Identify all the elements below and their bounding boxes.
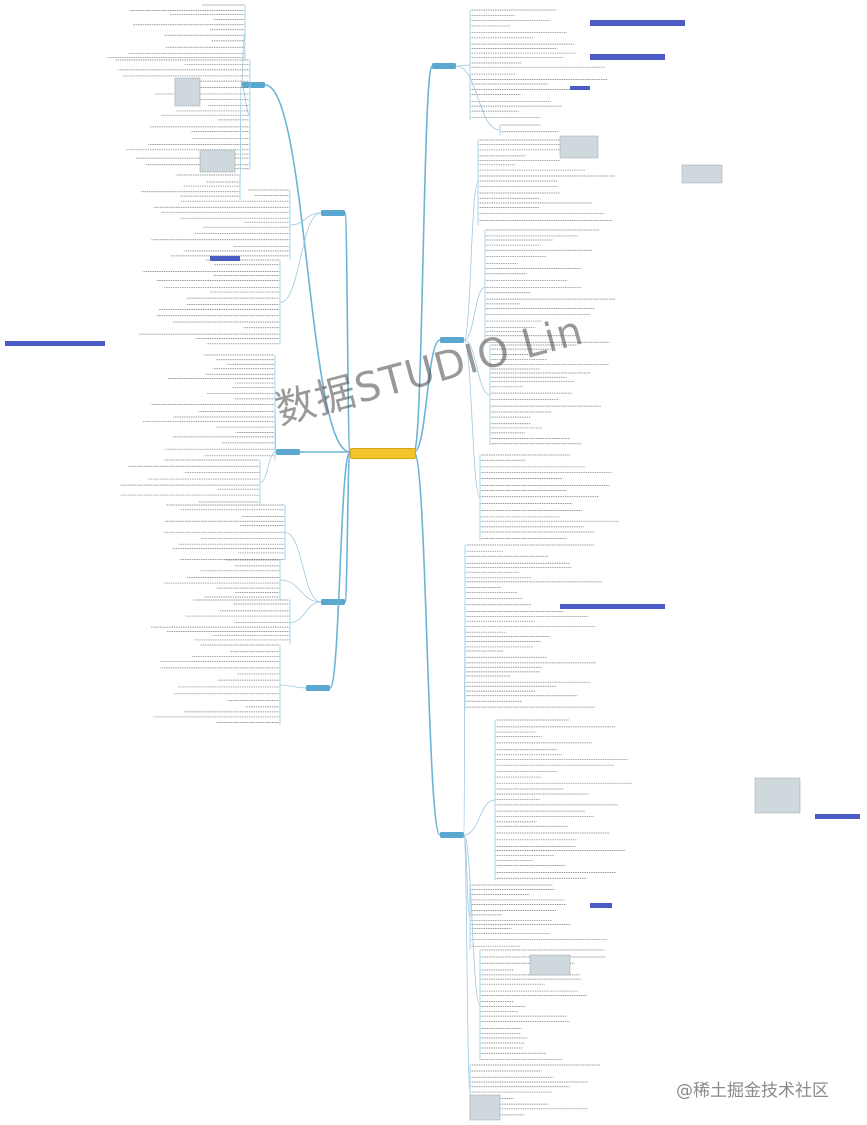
highlight-tag-1 [590,54,665,60]
right-group-2-2-connector [463,834,471,918]
right-group-2-4-connector [463,834,471,1093]
right-group-1-3-connector [463,339,481,498]
left-topic-node-1 [321,210,345,216]
embedded-image-2 [174,77,201,107]
right-trunk-0 [413,65,433,453]
embedded-image-3 [199,149,236,173]
highlight-tag-7 [5,341,105,346]
left-group-1-1-connector [279,212,322,303]
left-group-3-2-connector [289,601,322,623]
left-trunk-0 [264,84,351,453]
left-group-0-0-connector [240,32,246,86]
highlight-tag-5 [815,814,860,819]
highlight-tag-3 [560,604,665,609]
left-trunk-3 [344,451,351,603]
left-group-1-0-connector [289,212,322,226]
right-group-1-1-connector [463,287,486,341]
left-topic-node-4 [306,685,330,691]
source-credit: @稀土掘金技术社区 [676,1081,829,1101]
right-trunk-1 [413,339,441,453]
left-trunk-4 [329,451,351,689]
left-group-4-0-connector [279,684,307,689]
right-topic-node-2 [440,832,464,838]
left-group-2-1-connector [259,451,277,483]
embedded-image-0 [559,135,599,159]
right-group-2-0-connector [463,627,466,836]
left-topic-node-0 [241,82,265,88]
highlight-tag-2 [570,86,590,90]
embedded-image-4 [754,777,801,814]
left-group-3-1-connector [279,579,322,603]
left-trunk-1 [344,212,351,453]
highlight-tag-6 [210,256,240,261]
left-group-2-0-connector [274,407,277,453]
right-trunk-2 [413,451,441,836]
right-topic-node-1 [440,337,464,343]
embedded-image-5 [529,954,571,976]
right-group-2-3-connector [463,834,481,1006]
left-group-3-0-connector [284,532,322,603]
embedded-image-6 [469,1094,501,1121]
right-group-1-0-connector [463,182,479,341]
highlight-tag-0 [590,20,685,26]
right-group-1-2-connector [463,339,491,396]
right-topic-node-0 [432,63,456,69]
left-topic-node-3 [321,599,345,605]
left-topic-node-2 [276,449,300,455]
right-group-0-1-connector [455,65,501,131]
left-group-0-2-connector [239,84,242,188]
embedded-image-1 [681,164,723,184]
highlight-tag-4 [590,903,612,908]
root-node[interactable] [350,448,416,459]
right-group-2-1-connector [463,799,496,836]
